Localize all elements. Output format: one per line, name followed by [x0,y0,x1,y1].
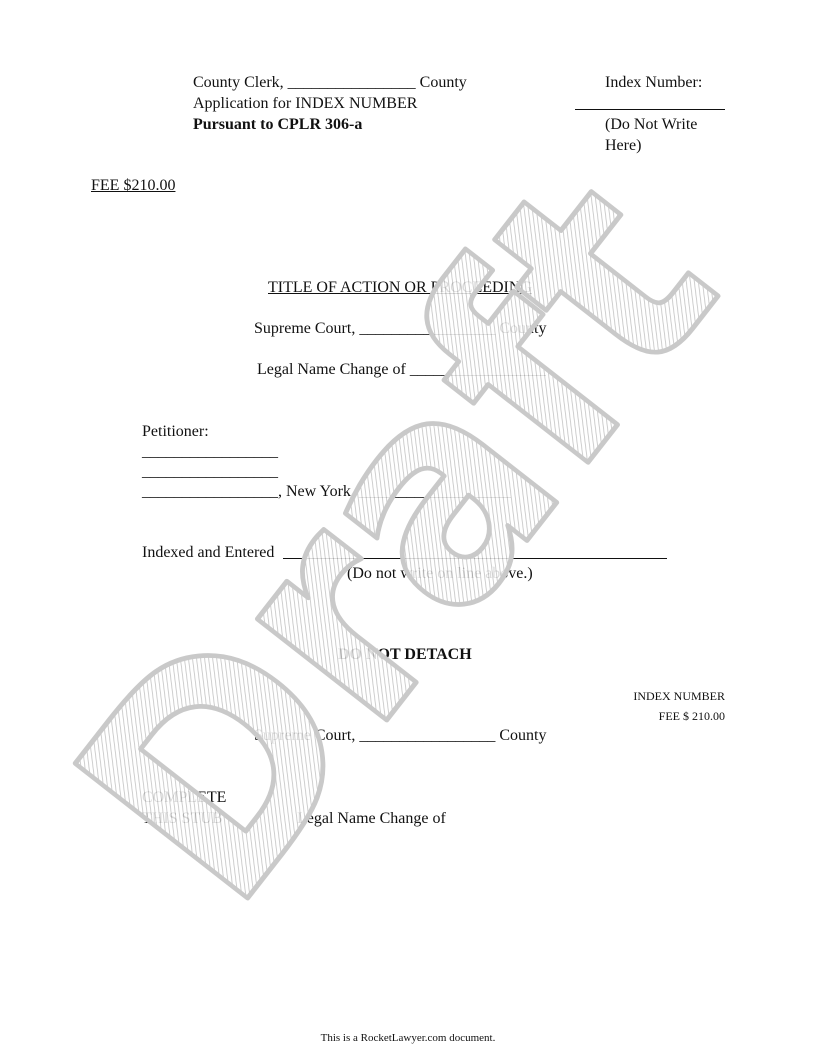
draft-watermark-text: Draft [13,116,781,961]
application-line: Application for INDEX NUMBER [193,95,418,112]
index-number-rule [575,109,725,110]
fee-label: FEE $210.00 [91,177,176,194]
stub-supreme-court-line: Supreme Court, _________________ County [254,727,547,744]
title-heading: TITLE OF ACTION OR PROCEEDING [268,279,532,296]
footer-note: This is a RocketLawyer.com document. [320,1032,496,1044]
indexed-entered-note: (Do not write on line above.) [347,565,533,582]
petitioner-line-1: _________________ [142,443,278,460]
complete-stub-line2: THIS STUB [142,810,223,827]
stub-legal-name-change: Legal Name Change of [297,810,446,827]
stub-fee: FEE $ 210.00 [658,709,725,723]
petitioner-label: Petitioner: [142,423,209,440]
do-not-write-line2: Here) [605,137,642,154]
do-not-detach-heading: DO NOT DETACH [338,646,472,663]
pursuant-line: Pursuant to CPLR 306-a [193,116,363,133]
petitioner-line-2: _________________ [142,463,278,480]
indexed-entered-rule [283,558,667,559]
county-clerk-line: County Clerk, ________________ County [193,74,467,91]
title-legal-name-line: Legal Name Change of _________________ [257,361,546,378]
title-supreme-court-line: Supreme Court, _________________ County [254,320,547,337]
do-not-write-line1: (Do Not Write [605,116,698,133]
petitioner-line-3: _________________, New York, ___________… [142,483,511,500]
index-number-label: Index Number: [605,74,703,91]
stub-index-number: INDEX NUMBER [633,689,725,703]
complete-stub-line1: COMPLETE [142,789,227,806]
indexed-entered-label: Indexed and Entered [142,544,275,561]
